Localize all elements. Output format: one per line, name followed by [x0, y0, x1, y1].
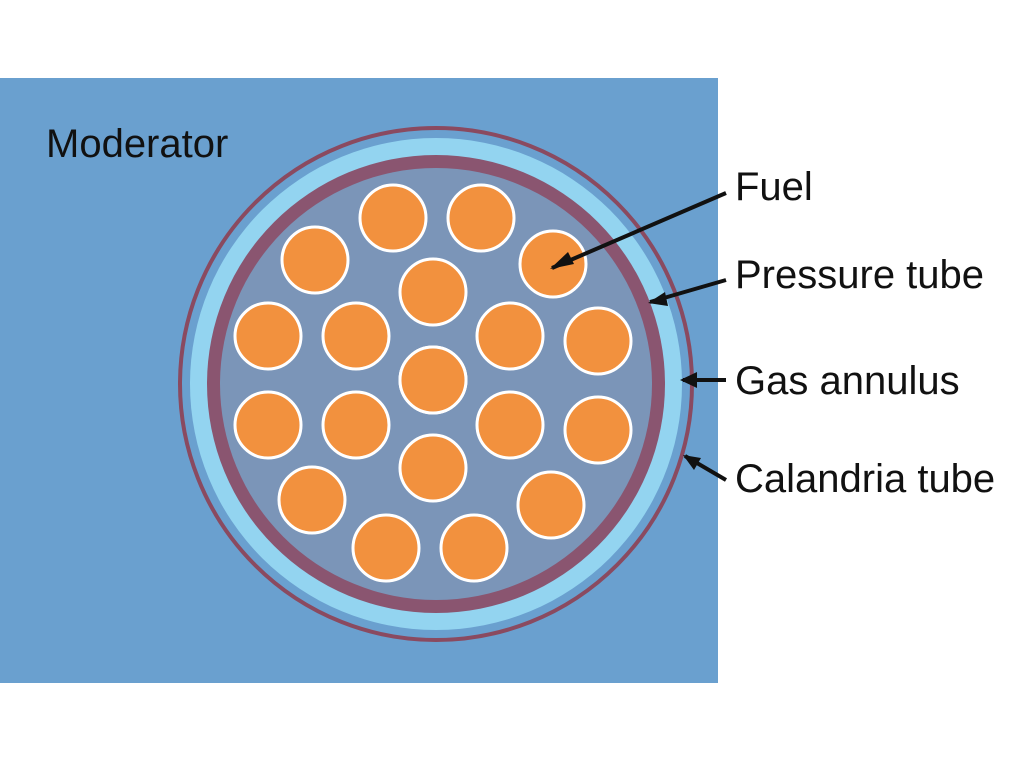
- fuel-element: [233, 390, 303, 460]
- fuel-element: [475, 390, 545, 460]
- calandria-tube-label: Calandria tube: [735, 457, 995, 501]
- fuel-leader-line: [551, 191, 727, 270]
- gas-annulus-arrowhead: [680, 372, 697, 388]
- fuel-arrowhead: [550, 252, 574, 269]
- fuel-element: [446, 183, 516, 253]
- fuel-label: Fuel: [735, 165, 813, 209]
- gas-annulus-label: Gas annulus: [735, 359, 960, 403]
- fuel-element: [358, 183, 428, 253]
- fuel-element: [351, 513, 421, 583]
- fuel-element: [475, 301, 545, 371]
- fuel-element: [516, 470, 586, 540]
- fuel-element: [398, 345, 468, 415]
- fuel-bundle: [233, 183, 633, 583]
- calandria-tube-arrowhead: [683, 455, 701, 470]
- fuel-element: [439, 513, 509, 583]
- fuel-element: [563, 306, 633, 376]
- fuel-element: [280, 225, 350, 295]
- fuel-element: [321, 390, 391, 460]
- fuel-element: [563, 395, 633, 465]
- fuel-element: [398, 433, 468, 503]
- moderator-label: Moderator: [46, 122, 228, 166]
- fuel-element: [518, 229, 588, 299]
- fuel-element: [233, 301, 303, 371]
- fuel-element: [277, 465, 347, 535]
- leader-lines: [550, 191, 728, 482]
- fuel-element: [398, 257, 468, 327]
- pressure-tube-arrowhead: [648, 292, 668, 306]
- pressure-tube-label: Pressure tube: [735, 253, 984, 297]
- fuel-element: [321, 301, 391, 371]
